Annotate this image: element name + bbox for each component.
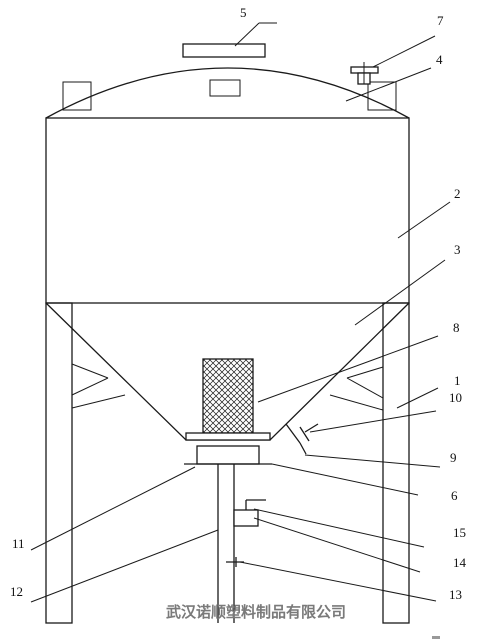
company-watermark: 武汉诺顺塑料制品有限公司	[166, 603, 346, 621]
right-roof-flange	[367, 81, 397, 111]
discharge-outlet	[285, 423, 319, 455]
leader-lines	[30, 22, 451, 603]
label-10: 10	[449, 390, 462, 405]
label-5: 5	[240, 5, 247, 20]
label-11: 11	[12, 536, 25, 551]
support-legs	[45, 302, 410, 624]
label-13: 13	[449, 587, 462, 602]
label-1: 1	[454, 373, 461, 388]
label-7: 7	[437, 13, 444, 28]
label-2: 2	[454, 186, 461, 201]
roof-group	[45, 43, 410, 119]
label-14: 14	[453, 555, 467, 570]
label-9: 9	[450, 450, 457, 465]
roof-window	[209, 79, 241, 97]
label-4: 4	[436, 52, 443, 67]
label-15: 15	[453, 525, 466, 540]
drive-shaft	[217, 464, 266, 623]
left-roof-flange	[62, 81, 92, 111]
mixer-flange	[185, 432, 271, 441]
mount-plate	[196, 445, 260, 465]
vent-valve	[350, 62, 379, 85]
corner-mark	[432, 636, 440, 639]
manhole-cover	[182, 43, 266, 58]
label-8: 8	[453, 320, 460, 335]
tank-roof	[45, 67, 410, 119]
right-leg	[382, 302, 410, 624]
tank-body	[45, 117, 410, 304]
label-6: 6	[451, 488, 458, 503]
label-3: 3	[454, 242, 461, 257]
left-leg	[45, 302, 73, 624]
label-12: 12	[10, 584, 23, 599]
mixer-motor	[202, 358, 254, 434]
